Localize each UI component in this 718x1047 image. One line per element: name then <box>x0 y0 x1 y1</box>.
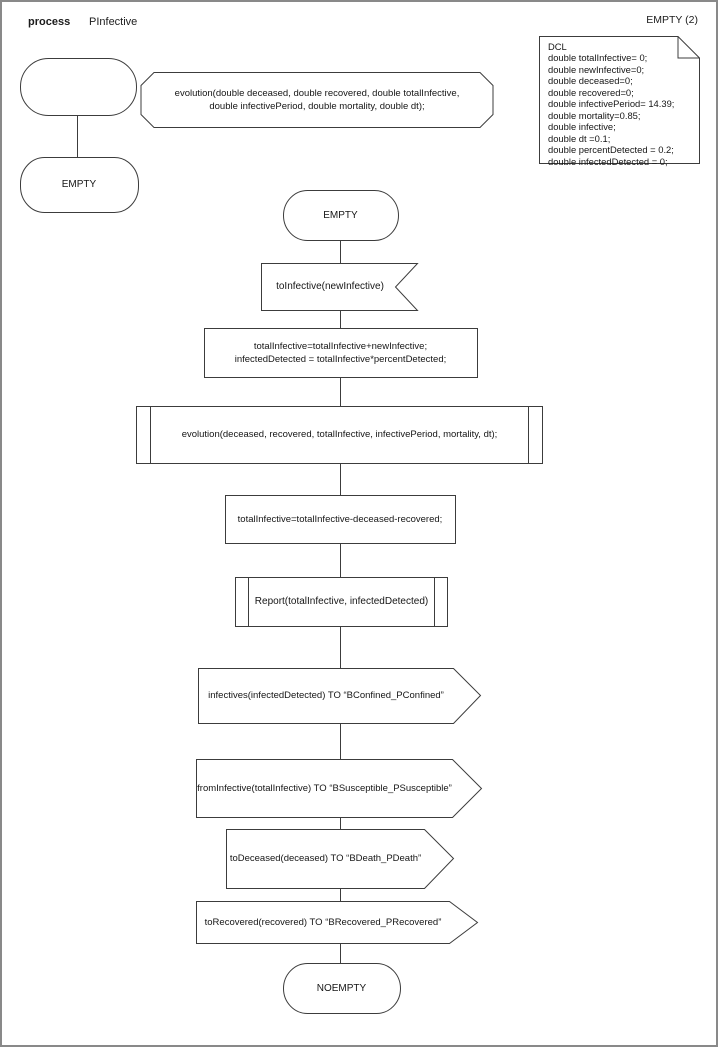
declarations-text: DCL double totalInfective= 0; double new… <box>548 41 675 167</box>
output-infectives-text: infectives(infectedDetected) TO “BConfin… <box>208 690 444 701</box>
task-update-text: totalInfective=totalInfective+newInfecti… <box>234 340 447 365</box>
procedure-call-evolution-text: evolution(deceased, recovered, totalInfe… <box>181 429 498 440</box>
output-signal-symbol-todeceased <box>226 829 455 889</box>
procedure-call-symbol-report <box>235 577 448 627</box>
input-signal-symbol <box>261 263 419 311</box>
procedure-call-symbol-evolution <box>136 406 543 464</box>
process-kind-label: process <box>28 16 71 28</box>
state-symbol-empty-left <box>20 157 139 213</box>
output-torecovered-text: toRecovered(recovered) TO “BRecovered_PR… <box>204 916 442 928</box>
note-fold-corner <box>677 36 700 59</box>
page-label: EMPTY (2) <box>646 14 698 26</box>
output-frominfective-text: fromInfective(totalInfective) TO “BSusce… <box>197 782 452 794</box>
state-label-empty-left: EMPTY <box>61 179 97 190</box>
procedure-declaration-text: evolution(double deceased, double recove… <box>174 88 460 112</box>
output-signal-symbol-frominfective <box>196 759 483 818</box>
process-name: PInfective <box>89 16 138 28</box>
task-subtract-text: totalInfective=totalInfective-deceased-r… <box>237 513 443 525</box>
input-signal-text: toInfective(newInfective) <box>276 281 384 292</box>
output-todeceased-text: toDeceased(deceased) TO “BDeath_PDeath” <box>229 853 422 864</box>
state-label-empty-main: EMPTY <box>323 209 358 221</box>
output-signal-symbol-infectives <box>198 668 482 724</box>
declaration-note-symbol <box>539 36 700 164</box>
procedure-call-report-text: Report(totalInfective, infectedDetected) <box>254 596 429 607</box>
start-symbol <box>20 58 137 116</box>
procedure-declaration-symbol <box>140 72 494 128</box>
state-symbol-noempty <box>283 963 401 1014</box>
state-label-noempty: NOEMPTY <box>316 982 367 994</box>
output-signal-symbol-torecovered <box>196 901 479 944</box>
